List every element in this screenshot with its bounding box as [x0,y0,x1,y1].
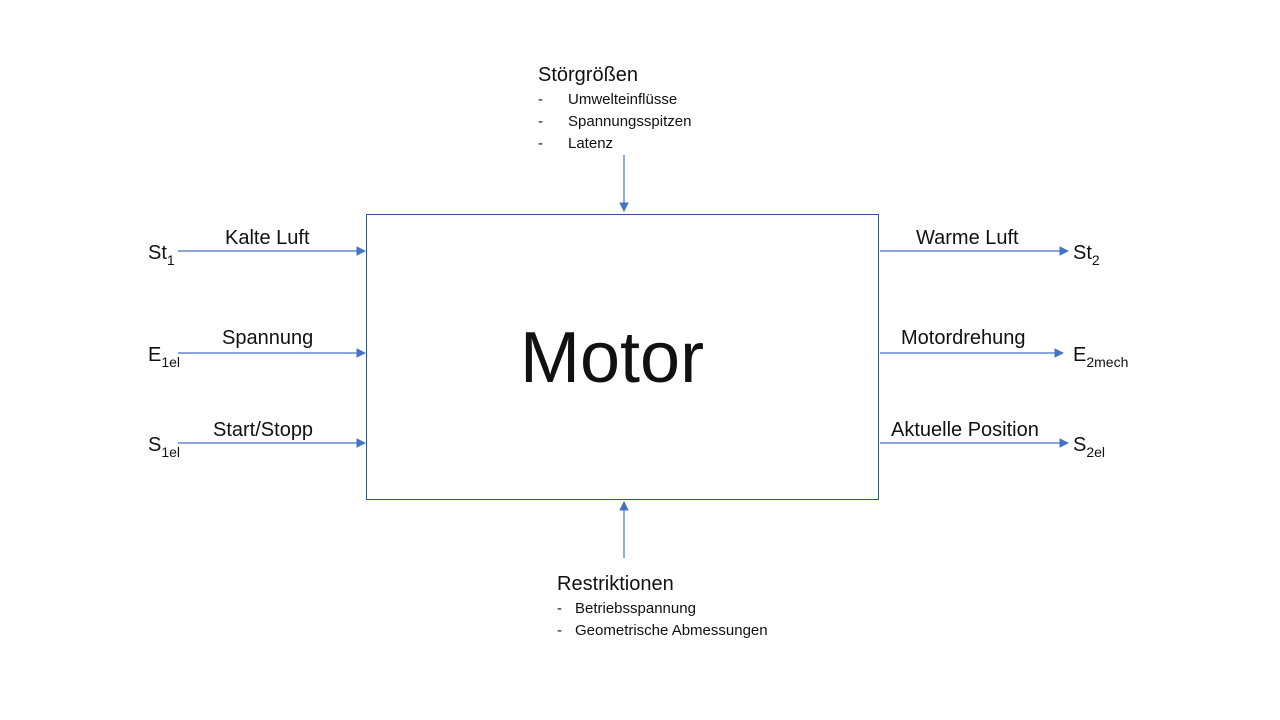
output-flow-3: Aktuelle Position [891,419,1039,441]
input-flow-1: Kalte Luft [225,227,310,249]
disturbances-title: Störgrößen [538,64,639,86]
list-item: -Spannungsspitzen [538,113,692,130]
list-item: -Latenz [538,135,614,152]
input-symbol-1: St1 [148,242,175,268]
input-flow-3: Start/Stopp [213,419,314,441]
disturbances-list: -Umwelteinflüsse -Spannungsspitzen -Late… [538,89,691,155]
restrictions-title: Restriktionen [557,573,674,595]
output-symbol-1: St2 [1073,242,1100,268]
input-symbol-3: S1el [148,434,181,460]
list-item: -Betriebsspannung [557,600,696,617]
output-symbol-2: E2mech [1073,344,1129,370]
list-item: -Geometrische Abmessungen [557,622,768,639]
list-item: -Umwelteinflüsse [538,91,678,108]
output-flow-2: Motordrehung [901,327,1026,349]
main-title: Motor [520,318,705,398]
input-flow-2: Spannung [222,327,314,349]
motor-box [366,214,879,500]
output-flow-1: Warme Luft [916,227,1019,249]
input-symbol-2: E1el [148,344,181,370]
output-symbol-3: S2el [1073,434,1106,460]
restrictions-list: -Betriebsspannung -Geometrische Abmessun… [557,598,768,642]
